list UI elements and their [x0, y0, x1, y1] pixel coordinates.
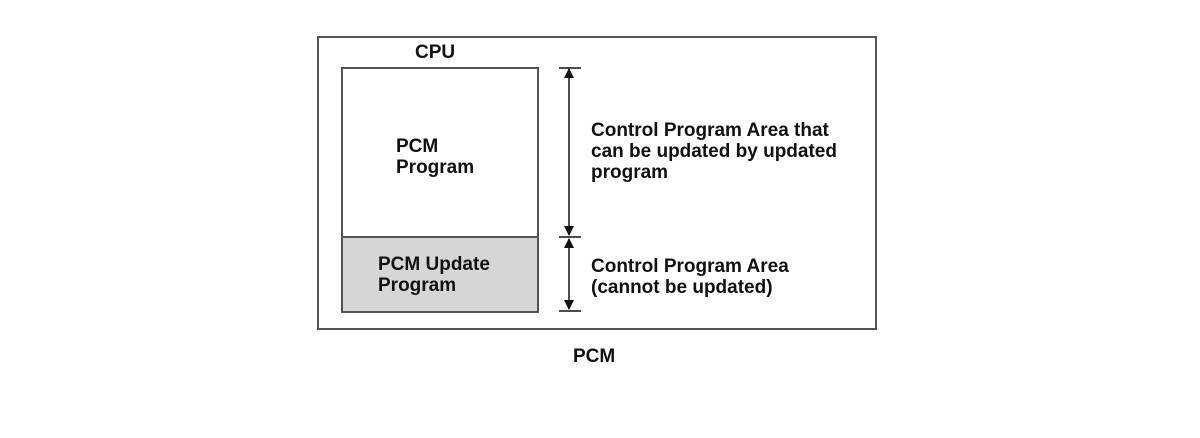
non-updatable-area-line-1: Control Program Area	[591, 256, 789, 277]
updatable-area-line-1: Control Program Area that	[591, 120, 829, 141]
pcm-program-line-2: Program	[396, 157, 475, 178]
updatable-area-line-2: can be updated by updated	[591, 141, 837, 162]
pcm-update-program-block	[341, 236, 539, 313]
non-updatable-area-line-2: (cannot be updated)	[591, 277, 773, 298]
pcm-update-program-label: PCM Update Program	[378, 254, 490, 296]
pcm-update-program-line-2: Program	[378, 275, 457, 296]
cpu-label: CPU	[415, 42, 456, 63]
pcm-program-line-1: PCM	[396, 136, 439, 157]
pcm-program-label: PCM Program	[396, 136, 474, 178]
non-updatable-area-description: Control Program Area (cannot be updated)	[591, 256, 789, 298]
pcm-update-program-line-1: PCM Update	[378, 254, 490, 275]
updatable-area-description: Control Program Area that can be updated…	[591, 120, 837, 183]
updatable-area-line-3: program	[591, 162, 669, 183]
pcm-label: PCM	[573, 346, 616, 367]
pcm-outer-box	[317, 36, 877, 330]
